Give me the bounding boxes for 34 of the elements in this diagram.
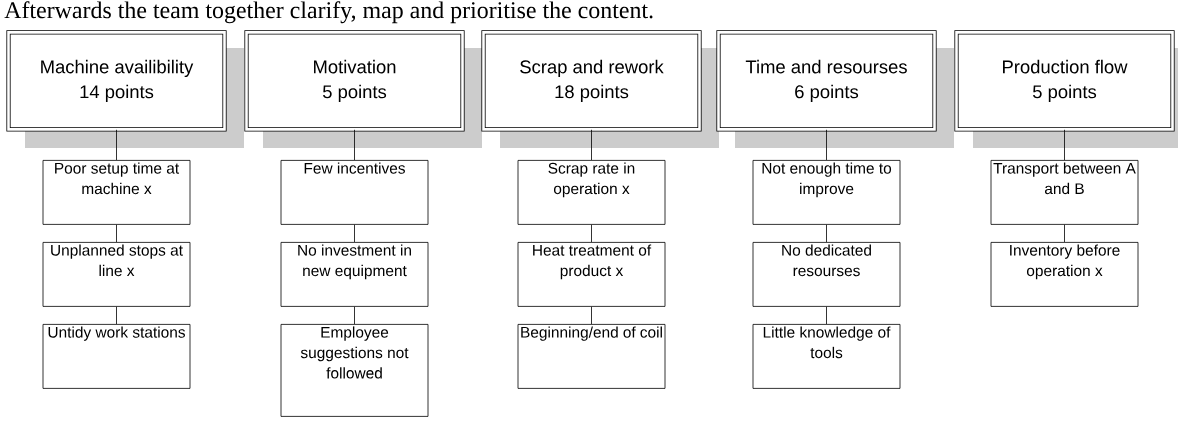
category-box: Scrap and rework 18 points [481, 30, 702, 132]
category-box: Motivation 5 points [244, 30, 465, 132]
issue-box: Unplanned stops at line x [42, 242, 191, 307]
connector-line [1064, 129, 1065, 161]
connector-line [116, 306, 117, 325]
issue-box: No investment in new equipment [280, 242, 429, 307]
issue-box: Beginning/end of coil [517, 324, 666, 389]
connector-line [1064, 224, 1065, 243]
connector-line [354, 129, 355, 161]
category-box: Production flow 5 points [954, 30, 1175, 132]
connector-line [826, 306, 827, 325]
connector-line [116, 224, 117, 243]
issue-box: Inventory before operation x [990, 242, 1139, 307]
issue-box: Scrap rate in operation x [517, 160, 666, 225]
title-text: Afterwards the team together clarify, map and prioritise the content. [4, 1, 653, 24]
connector-line [354, 306, 355, 325]
issue-box: Not enough time to improve [752, 160, 901, 225]
connector-line [826, 224, 827, 243]
category-box: Time and resourses 6 points [716, 30, 937, 132]
issue-box: Untidy work stations [42, 324, 191, 389]
issue-box: Few incentives [280, 160, 429, 225]
connector-line [591, 224, 592, 243]
connector-line [354, 224, 355, 243]
connector-line [116, 129, 117, 161]
category-box: Machine availibility 14 points [6, 30, 227, 132]
issue-box: Little knowledge of tools [752, 324, 901, 389]
connector-line [591, 306, 592, 325]
connector-line [826, 129, 827, 161]
issue-box: No dedicated resourses [752, 242, 901, 307]
connector-line [591, 129, 592, 161]
issue-box: Employee suggestions not followed [280, 324, 429, 417]
issue-box: Transport between A and B [990, 160, 1139, 225]
issue-box: Poor setup time at machine x [42, 160, 191, 225]
issue-box: Heat treatment of product x [517, 242, 666, 307]
